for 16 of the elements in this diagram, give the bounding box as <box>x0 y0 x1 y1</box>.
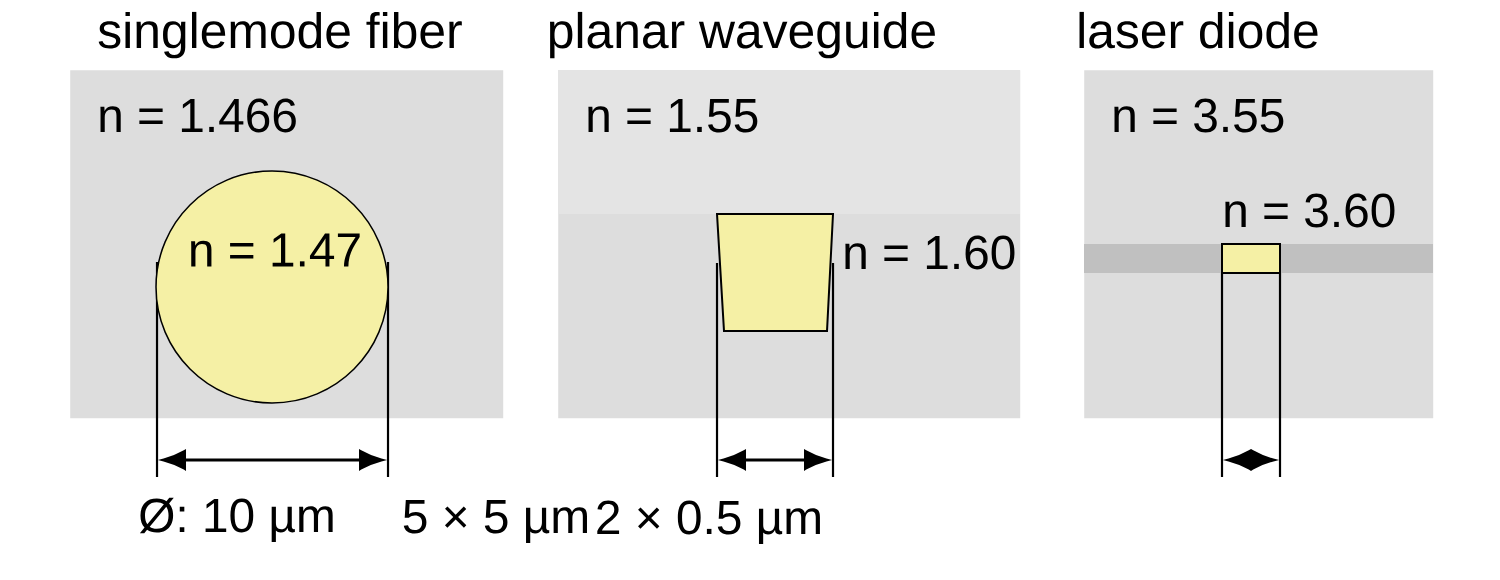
dimension-label: Ø: 10 µm <box>139 497 333 542</box>
cladding-panel <box>558 70 1021 419</box>
refractive-index-label: n = 1.466 <box>100 98 296 133</box>
panel-title: laser diode <box>1079 11 1318 49</box>
core <box>155 170 389 404</box>
refractive-index-label: n = 3.55 <box>1114 98 1284 133</box>
dimension-label: 5 × 5 µm <box>403 500 587 543</box>
panel-title: singlemode fiber <box>98 11 462 59</box>
dimension-label: 2 × 0.5 µm <box>597 500 820 544</box>
refractive-index-label: n = 1.55 <box>588 99 758 133</box>
refractive-index-label: n = 1.47 <box>191 233 360 267</box>
refractive-index-label: n = 1.60 <box>845 235 1015 270</box>
cladding-panel <box>1084 70 1434 419</box>
panel-title: planar waveguide <box>549 11 935 59</box>
core <box>1221 243 1281 274</box>
refractive-index-label: n = 3.60 <box>1225 193 1395 228</box>
